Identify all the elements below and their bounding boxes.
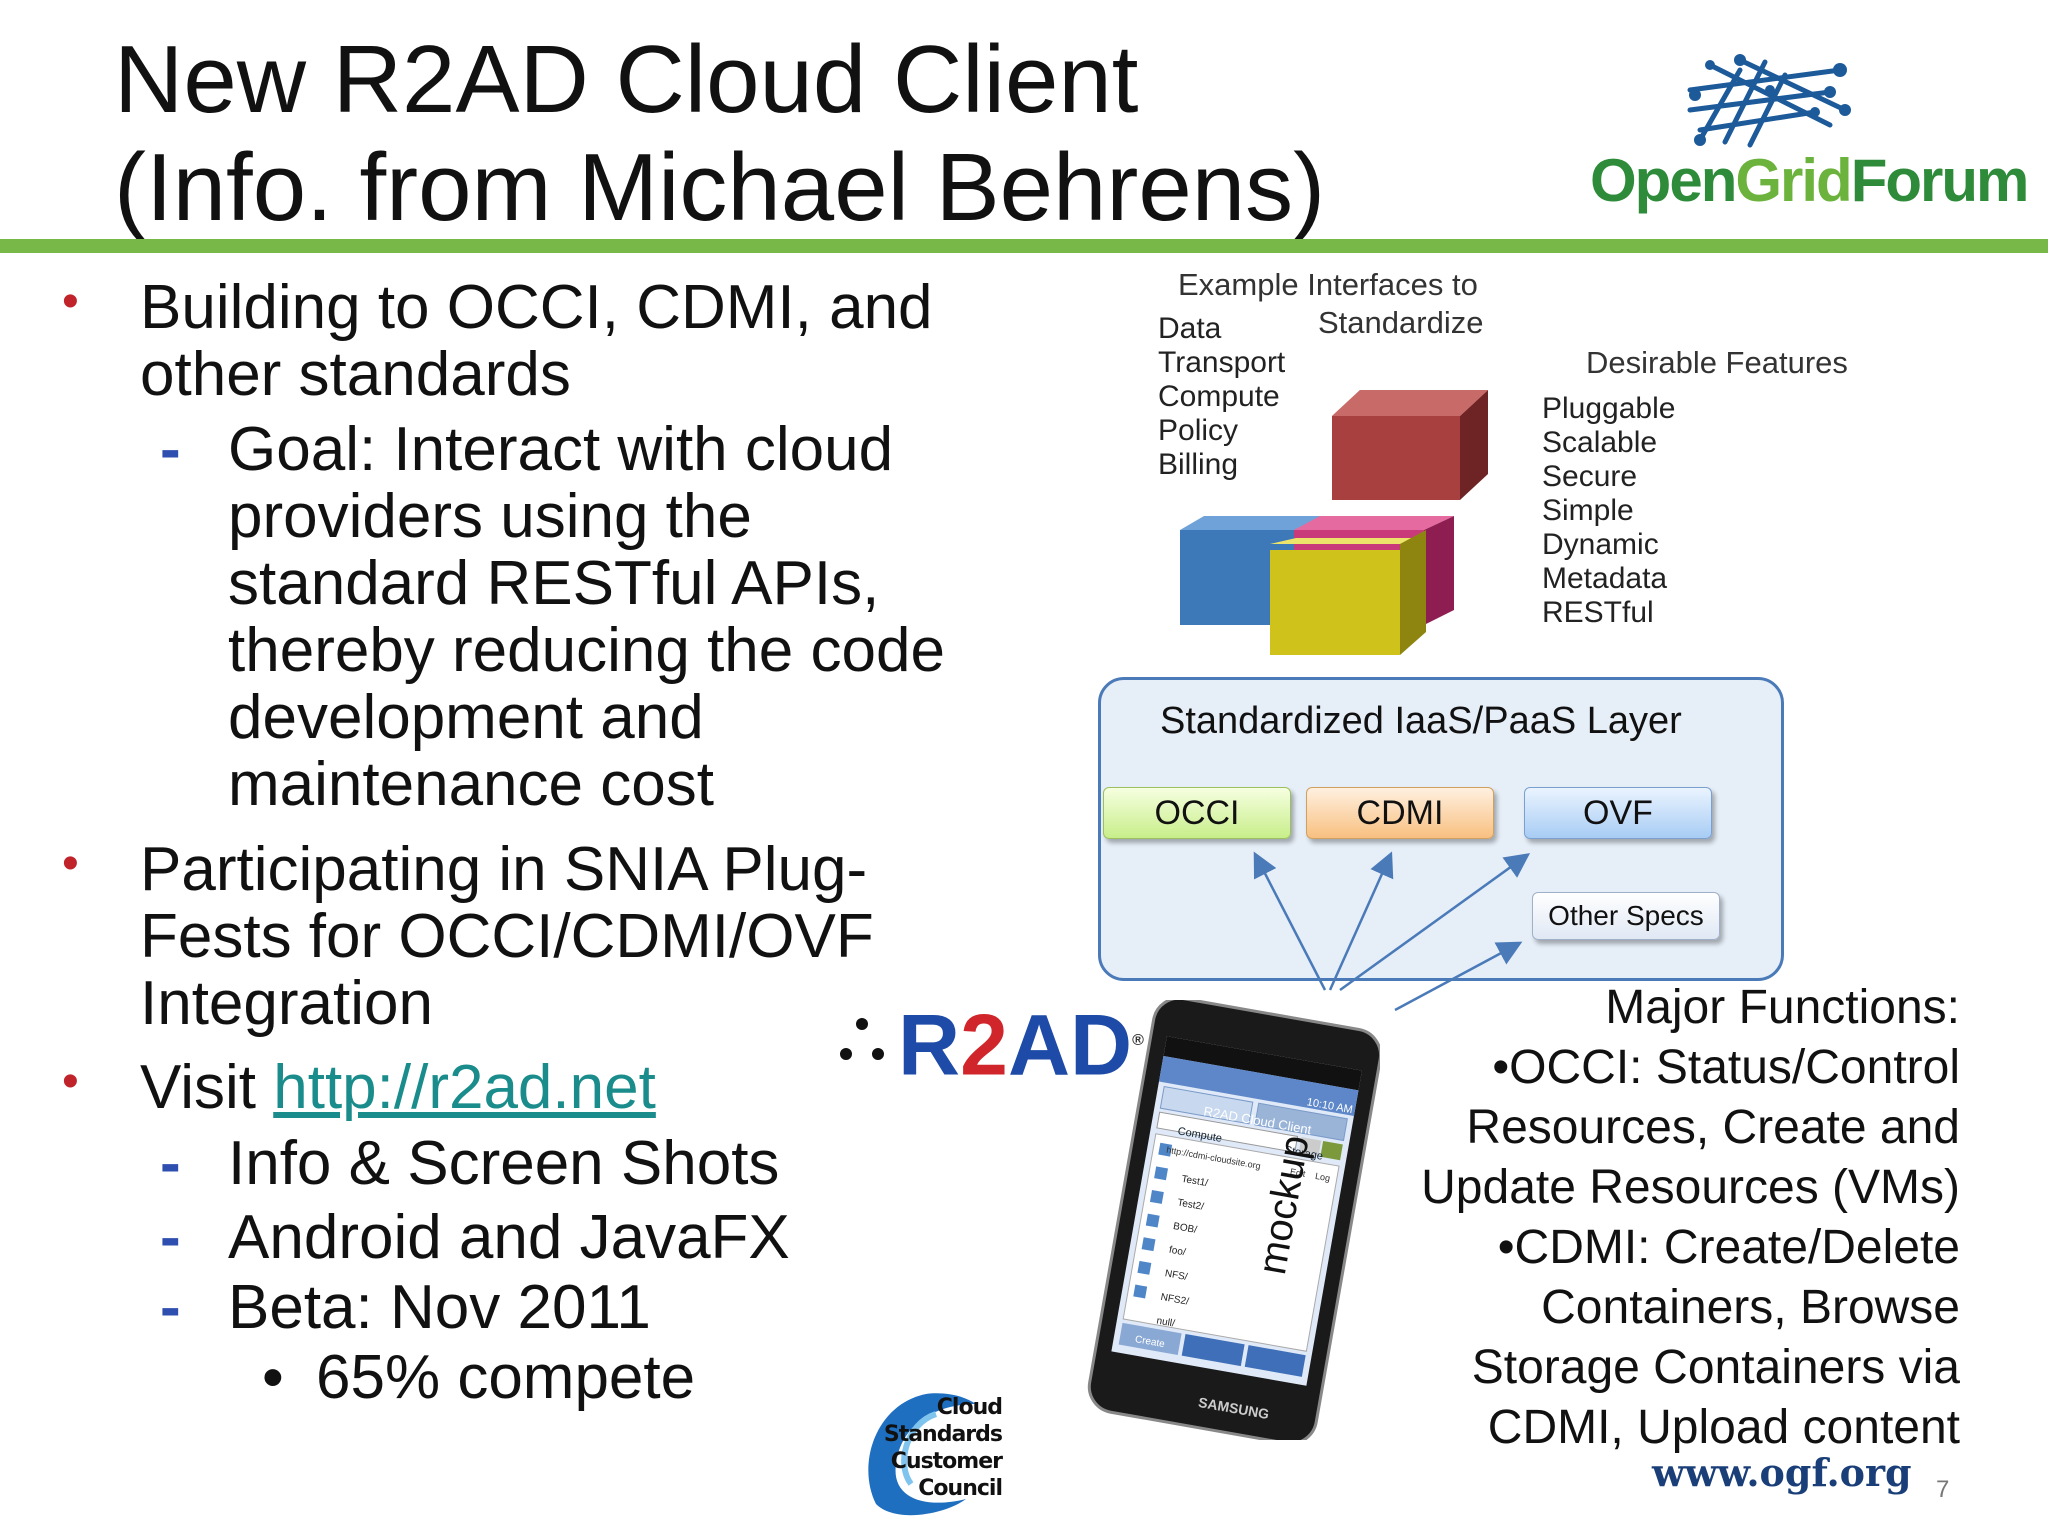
ogf-logo: OpenGridForum: [1590, 50, 2029, 220]
features-list: Pluggable Scalable Secure Simple Dynamic…: [1542, 392, 1676, 629]
phone-log-button[interactable]: Log: [1314, 1170, 1331, 1184]
phone-tab-compute[interactable]: Compute: [1176, 1125, 1223, 1145]
spec-occi: OCCI: [1103, 787, 1291, 839]
spec-cdmi: CDMI: [1306, 787, 1494, 839]
connector-arrows: [1253, 851, 1531, 1012]
interfaces-list: Data Transport Compute Policy Billing: [1158, 312, 1286, 481]
phone-mockup: 10:10 AM R2AD Cloud Client ComputeStorag…: [1080, 996, 1383, 1446]
spec-other: Other Specs: [1532, 892, 1720, 940]
title-line-2: (Info. from Michael Behrens): [114, 134, 1326, 241]
r2ad-link[interactable]: http://r2ad.net: [273, 1053, 656, 1122]
ogf-grid-icon: [1687, 54, 1851, 148]
interfaces-heading-2: Standardize: [1318, 305, 1484, 340]
interfaces-heading-1: Example Interfaces to: [1178, 267, 1478, 302]
cloud-standards-customer-council-logo: Cloud Standards Customer Council: [856, 1384, 1006, 1520]
spec-ovf: OVF: [1524, 787, 1712, 839]
standard-blocks-illustration: [1180, 390, 1488, 655]
title-divider: [0, 239, 2048, 253]
r2ad-logo: R2AD®: [832, 996, 1144, 1091]
major-functions: Major Functions: •OCCI: Status/Control R…: [1421, 981, 1960, 1454]
csc-swoosh-icon: [868, 1393, 976, 1516]
ogf-url[interactable]: www.ogf.org: [1652, 1450, 1912, 1495]
slide-title: New R2AD Cloud Client (Info. from Michae…: [114, 26, 1325, 242]
phone-illustration: [1087, 996, 1383, 1446]
title-line-1: New R2AD Cloud Client: [114, 26, 1139, 133]
visit-label: Visit: [140, 1053, 274, 1122]
features-heading: Desirable Features: [1586, 345, 1848, 380]
ogf-wordmark: OpenGridForum: [1590, 147, 2029, 214]
layer-title: Standardized IaaS/PaaS Layer: [1160, 700, 1682, 742]
therefore-dots-icon: [840, 1018, 884, 1060]
page-number: 7: [1936, 1476, 1950, 1503]
